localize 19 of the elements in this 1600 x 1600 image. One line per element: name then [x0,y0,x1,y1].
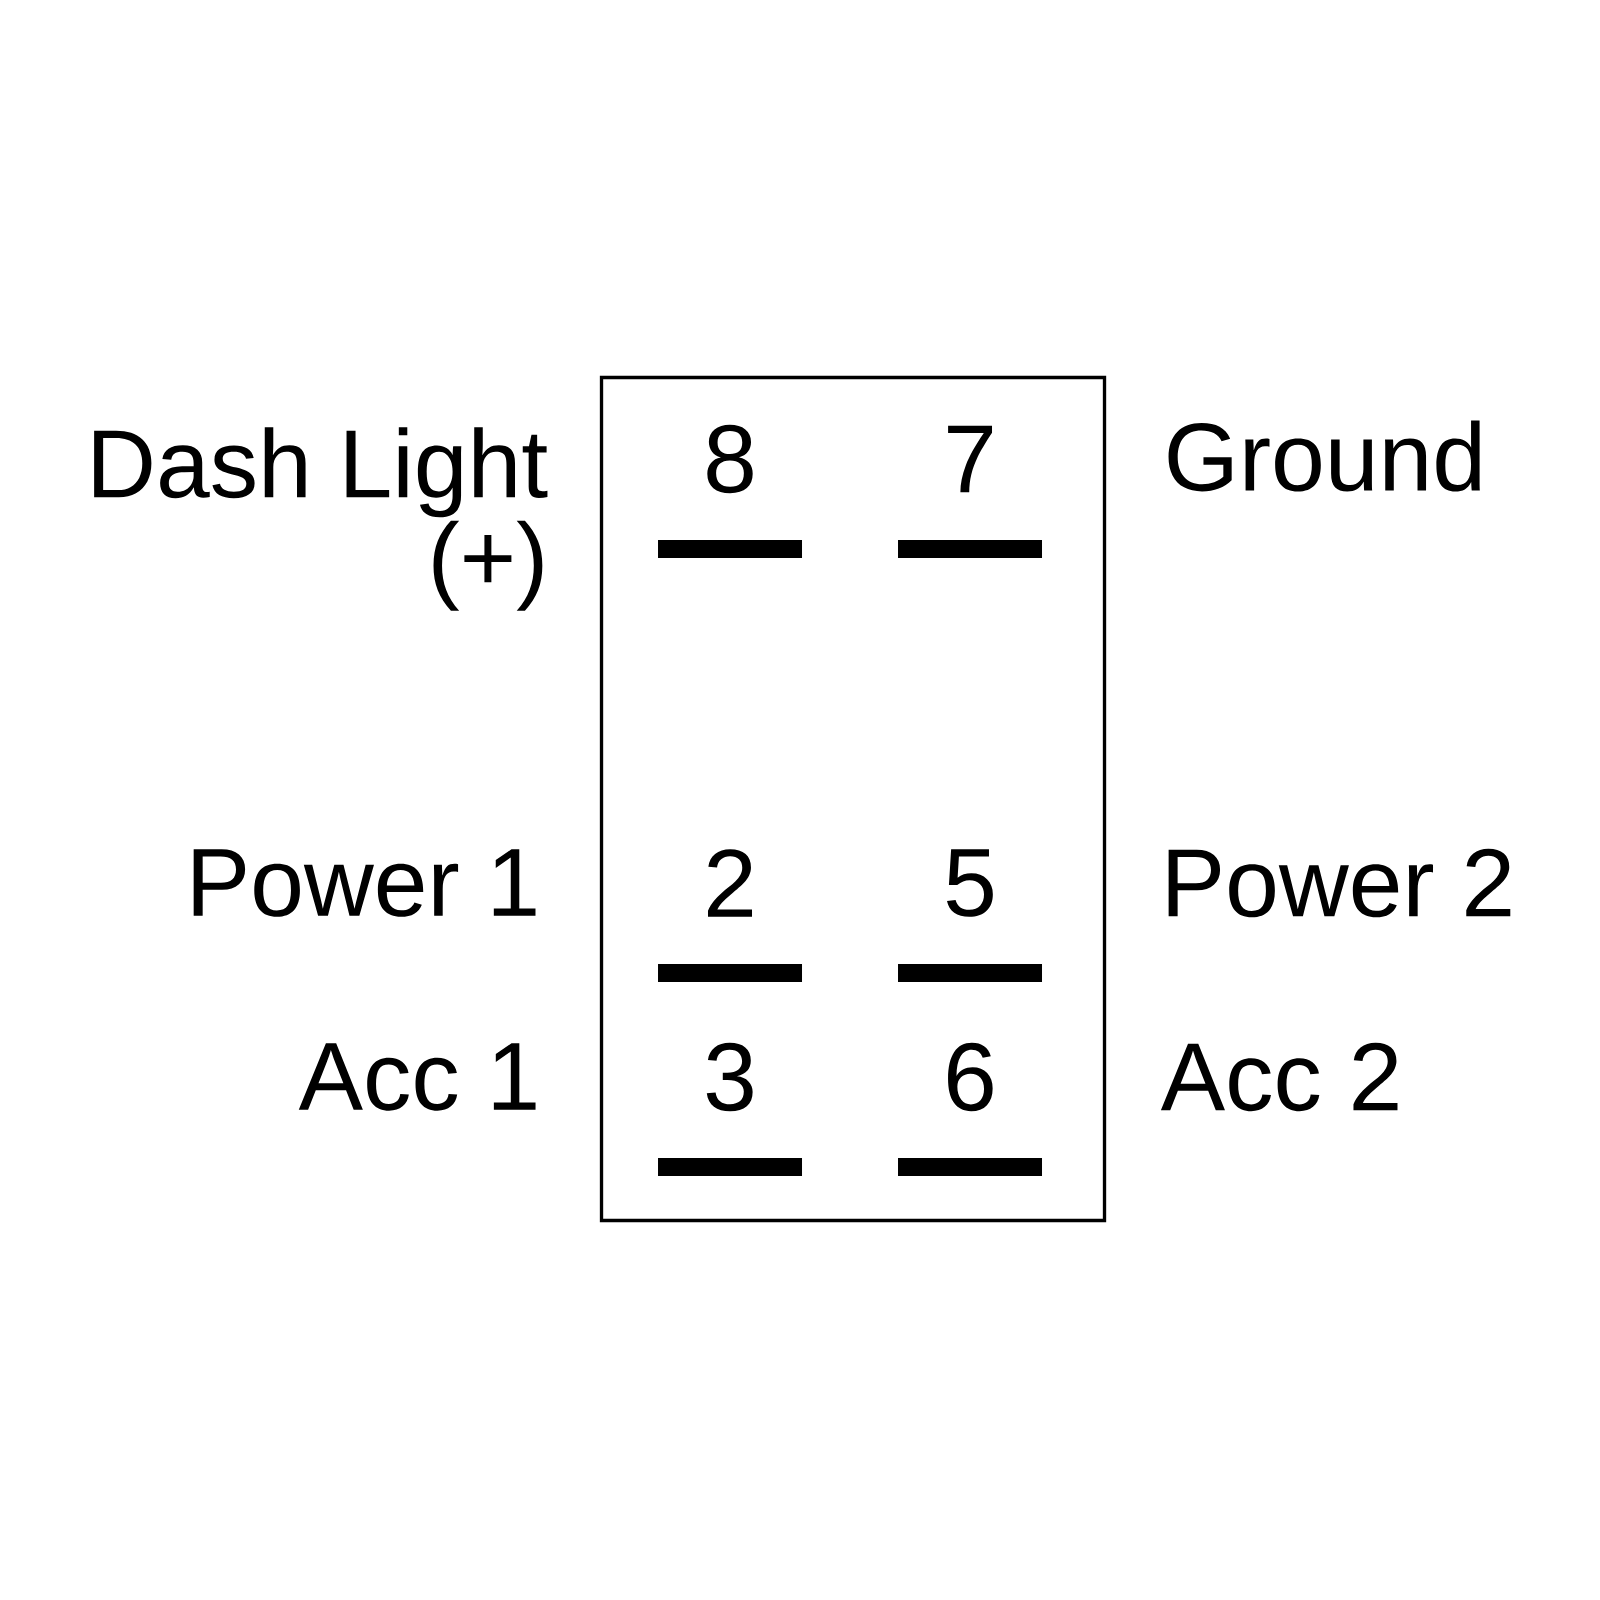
switch-body [599,375,1107,1223]
node-label: 2 [707,849,753,917]
pin-label: Acc 1 [298,1043,536,1111]
pin-label: Power 2 [1168,848,1511,918]
node-label: 6 [948,1042,993,1112]
terminal: 2 [658,849,802,982]
terminal: 6 [898,1042,1042,1176]
terminal: 7 [898,425,1042,558]
pin-label: Dash Light (+) [94,427,548,611]
terminal: 5 [898,849,1042,982]
pin-label: Ground [1168,420,1480,492]
node-label: 8 [707,424,753,494]
node-label: 5 [947,849,993,917]
pin-label: Power 1 [193,849,536,917]
node-label: 3 [706,1042,753,1112]
terminal: 8 [658,424,802,558]
node-label: 7 [948,425,993,493]
terminal: 3 [658,1042,802,1176]
pin-label: Acc 2 [1160,1042,1398,1112]
